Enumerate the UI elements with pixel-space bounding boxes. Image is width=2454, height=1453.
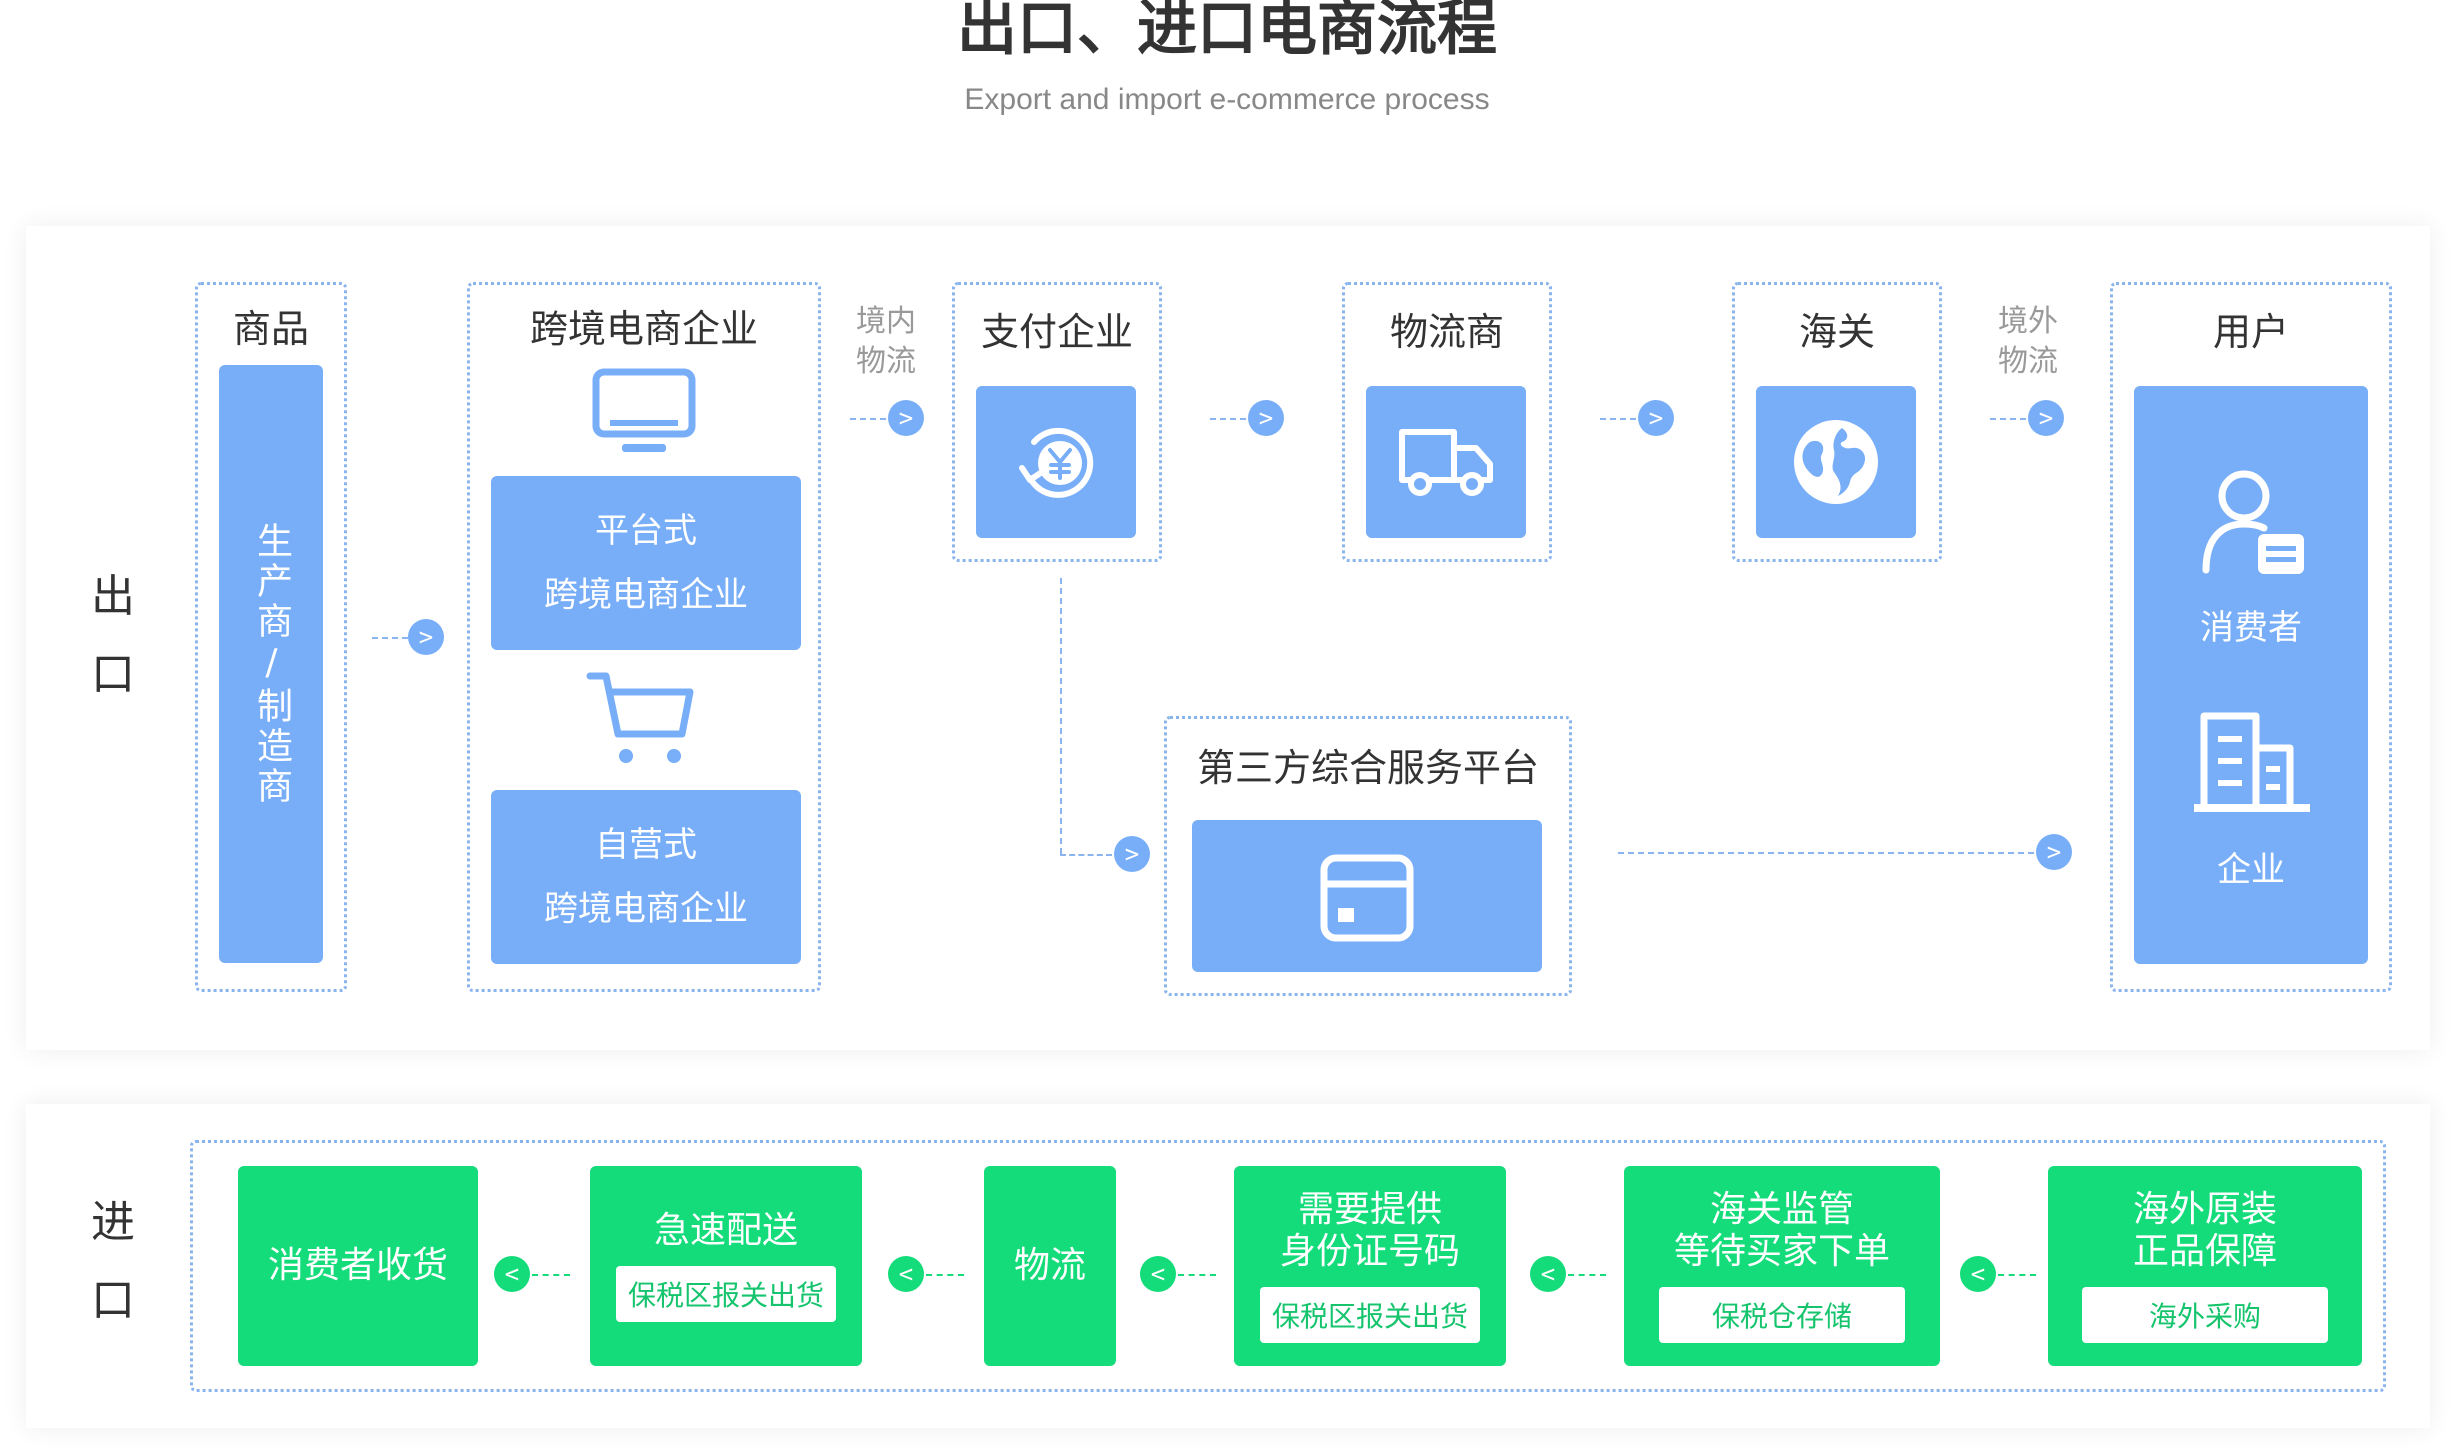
step-title: 海关监管 等待买家下单 [1673, 1189, 1890, 1272]
connector-line [1600, 418, 1636, 420]
connector-line [926, 1274, 964, 1276]
users-block: 消费者 企业 [2134, 386, 2368, 964]
export-label-text: 出口 [91, 571, 135, 700]
step-title: 物流 [1013, 1245, 1086, 1286]
connector-line [1060, 578, 1062, 854]
globe-icon [1794, 420, 1878, 504]
platform-ecommerce-text: 平台式 跨境电商企业 [544, 511, 748, 615]
logistics-title: 物流商 [1389, 310, 1504, 354]
self-ecommerce-text: 自营式 跨境电商企业 [544, 825, 748, 929]
step-title: 海外原装 正品保障 [2132, 1189, 2277, 1272]
arrow-right-icon: > [2028, 400, 2064, 436]
connector-line [850, 418, 886, 420]
arrow-left-icon: < [888, 1256, 924, 1292]
customs-title: 海关 [1798, 310, 1875, 354]
connector-line [1618, 852, 2034, 854]
enterprise-text: 企业 [2217, 850, 2285, 890]
arrow-left-icon: < [494, 1256, 530, 1292]
export-label: 出口 [78, 558, 148, 714]
arrow-right-icon: > [408, 619, 444, 655]
page-title: 出口、进口电商流程 [957, 0, 1497, 64]
step-title: 急速配送 [653, 1210, 798, 1251]
import-flow-box [190, 1140, 2386, 1392]
ecommerce-title: 跨境电商企业 [529, 307, 758, 351]
third-party-title: 第三方综合服务平台 [1196, 746, 1539, 790]
connector-line [1178, 1274, 1216, 1276]
third-party-block [1192, 820, 1542, 972]
step-sub: 保税仓存储 [1659, 1287, 1905, 1343]
step-sub: 海外采购 [2082, 1287, 2328, 1343]
yuan-icon [1019, 427, 1094, 498]
connector-line [532, 1274, 570, 1276]
payment-block [976, 386, 1136, 538]
goods-box [195, 282, 347, 992]
arrow-left-icon: < [1140, 1256, 1176, 1292]
self-ecommerce-block: 自营式 跨境电商企业 [491, 790, 801, 964]
domestic-logistics-label: 境内 物流 [856, 304, 916, 379]
connector-line [1990, 418, 2026, 420]
step-sub: 保税区报关出货 [1260, 1287, 1480, 1343]
users-title: 用户 [2212, 310, 2289, 354]
import-step-consumer-receive: 消费者收货 [238, 1166, 478, 1366]
manufacturer-text: 生产商/制造商 [251, 521, 292, 807]
users-box [2110, 282, 2392, 992]
page-subtitle: Export and import e-commerce process [964, 83, 1490, 116]
connector-line [1568, 1274, 1606, 1276]
goods-title: 商品 [232, 307, 309, 351]
connector-line [1210, 418, 1246, 420]
truck-icon [1399, 429, 1493, 496]
arrow-right-icon: > [1638, 400, 1674, 436]
enterprise-icon [2194, 712, 2310, 812]
arrow-left-icon: < [1960, 1256, 1996, 1292]
consumer-icon [2202, 470, 2304, 574]
connector-line [1060, 854, 1112, 856]
monitor-icon [592, 368, 696, 458]
ecommerce-box [467, 282, 821, 992]
arrow-right-icon: > [1248, 400, 1284, 436]
arrow-left-icon: < [1530, 1256, 1566, 1292]
connector-line [372, 637, 408, 639]
payment-box [952, 282, 1162, 562]
import-label-text: 进口 [91, 1197, 135, 1326]
arrow-right-icon: > [1114, 836, 1150, 872]
connector-line [1998, 1274, 2036, 1276]
import-step-customs-supervision: 海关监管 等待买家下单 保税仓存储 [1624, 1166, 1940, 1366]
import-step-express-delivery: 急速配送 保税区报关出货 [590, 1166, 862, 1366]
customs-block [1756, 386, 1916, 538]
consumer-text: 消费者 [2200, 608, 2302, 648]
import-step-overseas-original: 海外原装 正品保障 海外采购 [2048, 1166, 2362, 1366]
logistics-box [1342, 282, 1552, 562]
cart-icon [584, 668, 696, 772]
logistics-block [1366, 386, 1526, 538]
step-sub: 保税区报关出货 [616, 1266, 836, 1322]
payment-title: 支付企业 [980, 310, 1133, 354]
box-icon [1320, 854, 1414, 942]
import-step-logistics: 物流 [984, 1166, 1116, 1366]
step-title: 需要提供 身份证号码 [1279, 1189, 1460, 1272]
third-party-box [1164, 716, 1572, 996]
manufacturer-block: 生产商/制造商 [219, 365, 323, 963]
customs-box [1732, 282, 1942, 562]
platform-ecommerce-block: 平台式 跨境电商企业 [491, 476, 801, 650]
arrow-right-icon: > [888, 400, 924, 436]
step-title: 消费者收货 [267, 1245, 448, 1286]
import-label: 进口 [78, 1184, 148, 1340]
arrow-right-icon: > [2036, 834, 2072, 870]
import-step-id-required: 需要提供 身份证号码 保税区报关出货 [1234, 1166, 1506, 1366]
overseas-logistics-label: 境外 物流 [1998, 304, 2058, 379]
